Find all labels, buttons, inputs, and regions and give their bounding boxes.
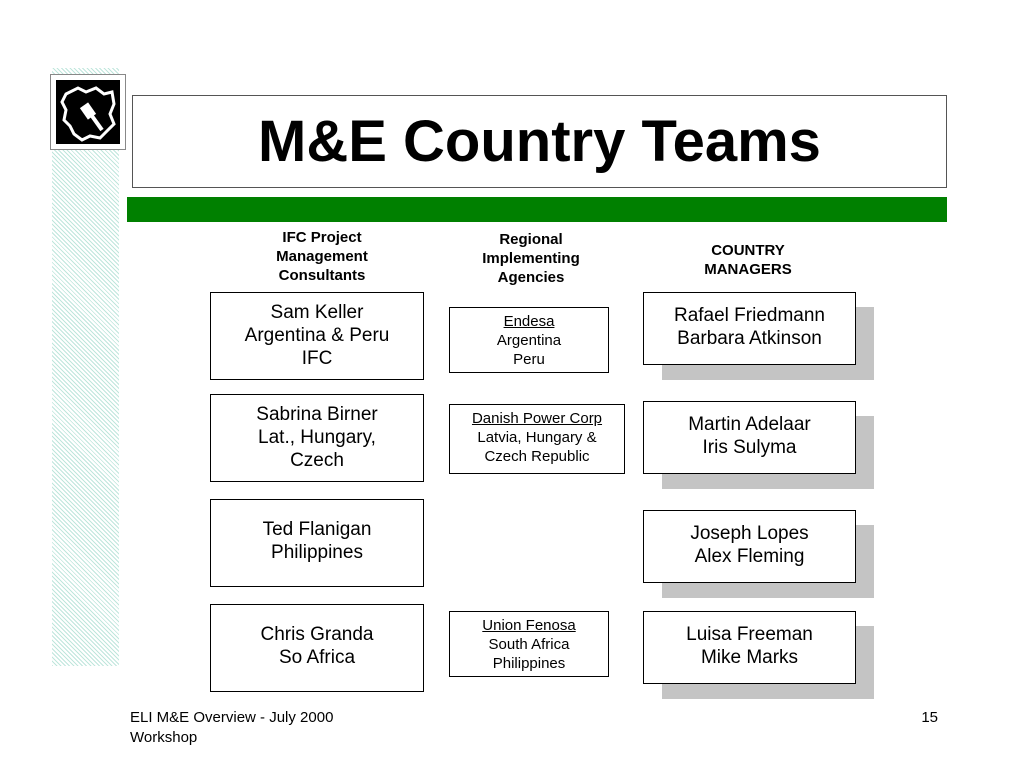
- consultant-box: Sam Keller Argentina & Peru IFC: [210, 292, 424, 380]
- managers-column-header: COUNTRY MANAGERS: [668, 241, 828, 279]
- agencies-header-line: Regional: [499, 231, 563, 248]
- agency-name: Union Fenosa: [482, 617, 576, 634]
- consultant-box: Chris Granda So Africa: [210, 604, 424, 692]
- manager-name: Joseph Lopes: [690, 523, 809, 544]
- managers-header-line: MANAGERS: [704, 261, 792, 278]
- consultant-region: Argentina & Peru: [244, 325, 390, 346]
- consultant-region: IFC: [301, 348, 333, 369]
- footer-line: Workshop: [130, 729, 198, 746]
- consultant-region: So Africa: [278, 647, 356, 668]
- manager-name: Luisa Freeman: [686, 624, 813, 645]
- logo: [50, 74, 126, 150]
- consultant-region: Lat., Hungary,: [258, 427, 376, 448]
- map-paint-logo-icon: [56, 80, 120, 144]
- manager-name: Barbara Atkinson: [677, 328, 822, 349]
- consultant-box: Sabrina Birner Lat., Hungary, Czech: [210, 394, 424, 482]
- manager-box: Luisa Freeman Mike Marks: [643, 611, 856, 684]
- manager-box: Martin Adelaar Iris Sulyma: [643, 401, 856, 474]
- consultant-region: Philippines: [271, 542, 363, 563]
- agency-country: South Africa: [488, 636, 570, 653]
- agency-country: Czech Republic: [484, 448, 590, 465]
- consultants-header-line: IFC Project: [282, 229, 362, 246]
- manager-name: Martin Adelaar: [688, 414, 811, 435]
- manager-name: Iris Sulyma: [702, 437, 797, 458]
- agency-country: Peru: [513, 351, 545, 368]
- manager-box: Rafael Friedmann Barbara Atkinson: [643, 292, 856, 365]
- manager-box: Joseph Lopes Alex Fleming: [643, 510, 856, 583]
- agency-box: Danish Power Corp Latvia, Hungary & Czec…: [449, 404, 625, 474]
- manager-name: Rafael Friedmann: [673, 305, 826, 326]
- consultant-region: Czech: [290, 450, 344, 471]
- consultants-header-line: Consultants: [278, 267, 366, 284]
- agencies-column-header: Regional Implementing Agencies: [446, 230, 616, 287]
- title-box: M&E Country Teams: [132, 95, 947, 188]
- agency-box: Endesa Argentina Peru: [449, 307, 609, 373]
- decorative-stripe: [52, 68, 119, 666]
- agency-box: Union Fenosa South Africa Philippines: [449, 611, 609, 677]
- green-divider-bar: [127, 197, 947, 222]
- consultant-name: Sabrina Birner: [256, 404, 378, 425]
- agencies-header-line: Implementing: [482, 250, 580, 267]
- agencies-header-line: Agencies: [497, 269, 565, 286]
- agency-country: Argentina: [496, 332, 562, 349]
- agency-country: Philippines: [492, 655, 566, 672]
- consultant-name: Sam Keller: [270, 302, 364, 323]
- agency-country: Latvia, Hungary &: [477, 429, 597, 446]
- agency-name: Endesa: [503, 313, 555, 330]
- consultant-box: Ted Flanigan Philippines: [210, 499, 424, 587]
- managers-header-line: COUNTRY: [711, 242, 785, 259]
- page-number: 15: [921, 709, 938, 726]
- manager-name: Alex Fleming: [694, 546, 805, 567]
- manager-name: Mike Marks: [700, 647, 799, 668]
- consultant-name: Chris Granda: [260, 624, 374, 645]
- consultant-name: Ted Flanigan: [262, 519, 372, 540]
- footer-line: ELI M&E Overview - July 2000: [130, 709, 334, 726]
- footer-caption: ELI M&E Overview - July 2000 Workshop: [130, 708, 333, 748]
- consultants-header-line: Management: [276, 248, 368, 265]
- consultants-column-header: IFC Project Management Consultants: [230, 228, 414, 285]
- page-title: M&E Country Teams: [258, 109, 821, 174]
- agency-name: Danish Power Corp: [471, 410, 603, 427]
